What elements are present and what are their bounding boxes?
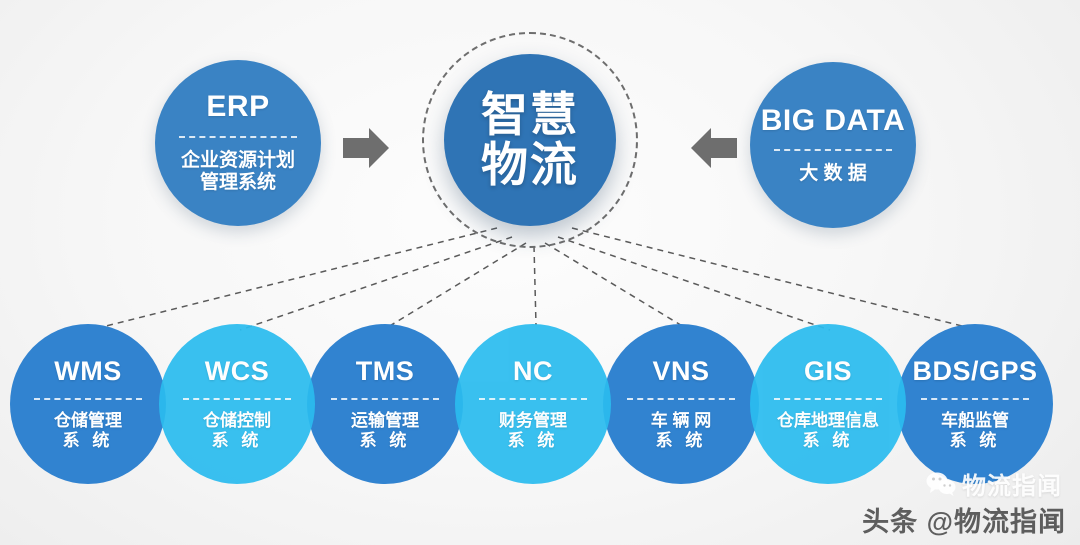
hub-dashed-ring bbox=[422, 32, 638, 248]
node-vns[interactable]: VNS 车 辆 网 系 统 bbox=[603, 324, 759, 484]
node-vns-acronym: VNS bbox=[652, 356, 710, 387]
hub-title-line1: 智慧 bbox=[481, 88, 579, 142]
hub-title-line2: 物流 bbox=[481, 138, 579, 191]
node-nc-subtitle-line1: 财务管理 bbox=[499, 410, 567, 430]
node-tms-divider bbox=[331, 397, 439, 400]
node-smart-logistics-hub[interactable]: 智慧 物流 bbox=[444, 54, 616, 226]
node-vns-divider bbox=[627, 397, 735, 400]
node-tms-subtitle-line1: 运输管理 bbox=[351, 410, 419, 430]
node-vns-subtitle-line2: 系 统 bbox=[655, 430, 707, 450]
connector-hub-wms bbox=[89, 227, 498, 331]
connector-hub-bdsgps bbox=[571, 227, 979, 331]
connector-hub-gis bbox=[557, 236, 831, 331]
wechat-icon bbox=[926, 472, 956, 496]
node-erp-acronym: ERP bbox=[206, 90, 270, 124]
node-bds-gps-divider bbox=[921, 397, 1029, 400]
node-erp-subtitle-line1: 企业资源计划 bbox=[180, 149, 295, 171]
node-tms-subtitle: 运输管理 系 统 bbox=[351, 411, 419, 451]
connector-hub-nc bbox=[533, 245, 537, 326]
node-gis-subtitle-line2: 系 统 bbox=[802, 430, 854, 450]
node-erp-subtitle-line2: 管理系统 bbox=[199, 172, 276, 194]
node-wms-divider bbox=[34, 397, 142, 400]
node-wms[interactable]: WMS 仓储管理 系 统 bbox=[10, 324, 166, 484]
node-wcs-subtitle-line2: 系 统 bbox=[211, 430, 263, 450]
node-gis-divider bbox=[774, 397, 882, 400]
arrow-right-icon bbox=[343, 128, 389, 168]
node-wms-subtitle-line1: 仓储管理 bbox=[54, 410, 122, 430]
node-bds-gps[interactable]: BDS/GPS 车船监管 系 统 bbox=[897, 324, 1053, 484]
wechat-watermark-text: 物流指闻 bbox=[962, 473, 1062, 500]
node-tms[interactable]: TMS 运输管理 系 统 bbox=[307, 324, 463, 484]
node-gis-subtitle: 仓库地理信息 系 统 bbox=[777, 411, 879, 451]
node-big-data[interactable]: BIG DATA 大 数 据 bbox=[750, 62, 916, 228]
node-gis[interactable]: GIS 仓库地理信息 系 统 bbox=[750, 324, 906, 484]
connector-hub-vns bbox=[544, 242, 685, 328]
node-vns-subtitle-line1: 车 辆 网 bbox=[650, 410, 712, 430]
node-nc[interactable]: NC 财务管理 系 统 bbox=[455, 324, 611, 484]
node-wcs[interactable]: WCS 仓储控制 系 统 bbox=[159, 324, 315, 484]
node-bds-gps-subtitle-line2: 系 统 bbox=[949, 430, 1001, 450]
node-nc-subtitle-line2: 系 统 bbox=[507, 430, 559, 450]
connector-hub-wcs bbox=[239, 236, 513, 331]
node-big-data-subtitle-line1: 大 数 据 bbox=[799, 163, 867, 185]
node-wcs-subtitle: 仓储控制 系 统 bbox=[203, 411, 271, 451]
node-wms-subtitle-line2: 系 统 bbox=[62, 430, 114, 450]
node-tms-subtitle-line2: 系 统 bbox=[359, 430, 411, 450]
node-erp[interactable]: ERP 企业资源计划 管理系统 bbox=[155, 60, 321, 226]
connector-hub-tms bbox=[387, 242, 527, 328]
node-erp-divider bbox=[179, 135, 297, 138]
node-big-data-subtitle: 大 数 据 bbox=[799, 163, 867, 185]
node-bds-gps-subtitle-line1: 车船监管 bbox=[941, 410, 1009, 430]
node-bds-gps-subtitle: 车船监管 系 统 bbox=[941, 411, 1009, 451]
node-gis-acronym: GIS bbox=[803, 356, 852, 387]
arrow-left-icon bbox=[691, 128, 737, 168]
node-nc-divider bbox=[479, 397, 587, 400]
node-erp-subtitle: 企业资源计划 管理系统 bbox=[181, 150, 295, 195]
node-wms-acronym: WMS bbox=[54, 356, 122, 387]
node-wcs-acronym: WCS bbox=[204, 356, 270, 387]
node-gis-subtitle-line1: 仓库地理信息 bbox=[777, 410, 879, 430]
node-vns-subtitle: 车 辆 网 系 统 bbox=[651, 411, 711, 451]
headline-watermark: 头条 @物流指闻 bbox=[862, 507, 1066, 537]
node-wms-subtitle: 仓储管理 系 统 bbox=[54, 411, 122, 451]
node-wcs-subtitle-line1: 仓储控制 bbox=[203, 410, 271, 430]
node-big-data-divider bbox=[774, 149, 892, 152]
node-wcs-divider bbox=[183, 397, 291, 400]
node-bds-gps-acronym: BDS/GPS bbox=[912, 356, 1038, 387]
node-nc-acronym: NC bbox=[513, 356, 553, 387]
node-big-data-acronym: BIG DATA bbox=[760, 103, 906, 137]
node-nc-subtitle: 财务管理 系 统 bbox=[499, 411, 567, 451]
node-tms-acronym: TMS bbox=[355, 356, 415, 387]
wechat-watermark: 物流指闻 bbox=[926, 466, 1062, 501]
